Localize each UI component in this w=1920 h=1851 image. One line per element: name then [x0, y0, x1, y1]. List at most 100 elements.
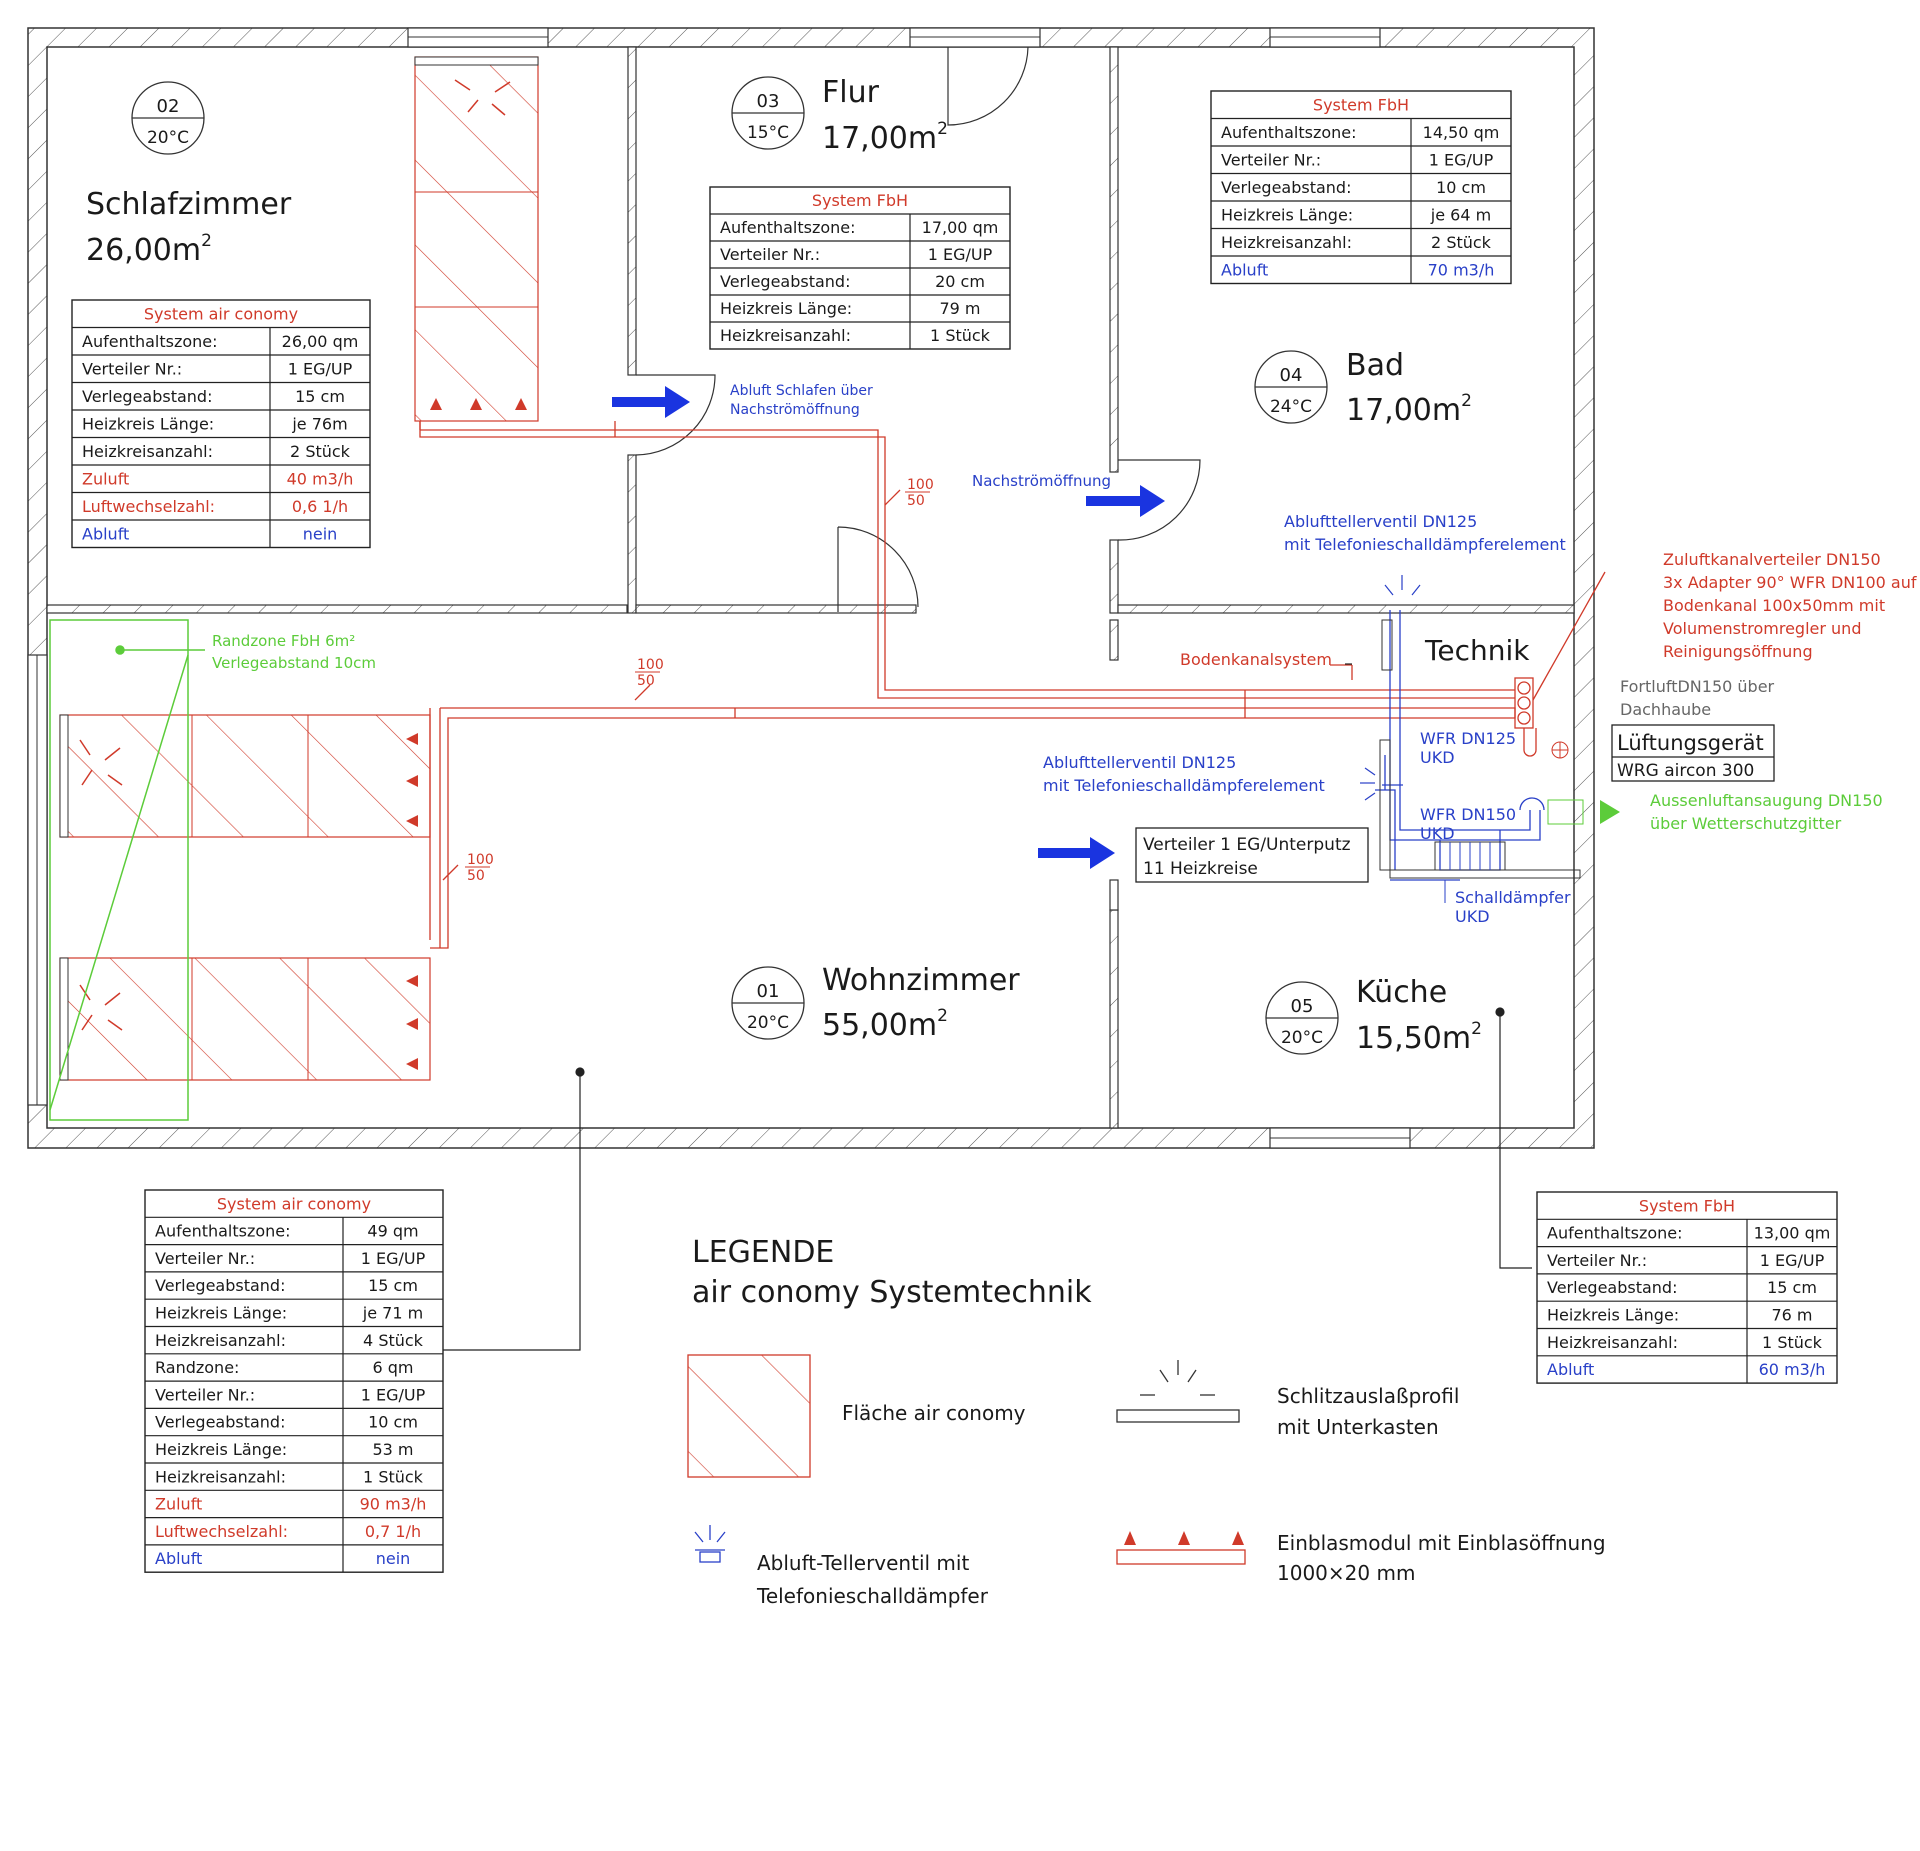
table-cell-value: je 64 m — [1430, 206, 1491, 225]
label-schalldaempfer-1: Schalldämpfer — [1455, 888, 1571, 907]
table-cell-label: Zuluft — [82, 470, 129, 489]
legend-exhaust-valve-icon — [694, 1525, 726, 1563]
table-cell-value: 60 m3/h — [1759, 1360, 1826, 1379]
legend-slot-outlet-icon — [1116, 1360, 1240, 1423]
legend: LEGENDE air conomy Systemtechnik Fläche … — [687, 1235, 1606, 1608]
label-schalldaempfer-2: UKD — [1455, 907, 1490, 926]
table-cell-value: 2 Stück — [1431, 233, 1492, 252]
table-cell-label: Heizkreisanzahl: — [82, 442, 213, 461]
room-area-schlaf: 26,00m2 — [86, 231, 212, 268]
legend-air-area-swatch — [687, 1354, 811, 1478]
table-cell-label: Heizkreis Länge: — [1221, 206, 1353, 225]
table-cell-value: 76 m — [1771, 1306, 1812, 1325]
room-name-schlaf: Schlafzimmer — [86, 187, 292, 222]
table-cell-label: Zuluft — [155, 1495, 202, 1514]
table-cell-label: Heizkreis Länge: — [155, 1440, 287, 1459]
table-cell-label: Abluft — [1221, 261, 1268, 280]
table-title: System air conomy — [217, 1194, 371, 1213]
room-temp-flur: 15°C — [747, 123, 789, 143]
randzone-area — [49, 619, 205, 1121]
table-cell-value: 1 EG/UP — [1429, 151, 1494, 170]
label-wfr125-1: WFR DN125 — [1420, 729, 1516, 748]
room-no-schlaf: 02 — [157, 96, 180, 117]
label-ventil-bad-2: mit Telefonieschalldämpferelement — [1284, 535, 1566, 554]
table-cell-value: nein — [376, 1549, 411, 1568]
table-cell-value: 1 Stück — [930, 326, 991, 345]
table-cell-label: Abluft — [155, 1549, 202, 1568]
table-cell-label: Heizkreis Länge: — [82, 415, 214, 434]
legend-inlet-module-icon — [1116, 1531, 1246, 1565]
table-cell-label: Verteiler Nr.: — [1547, 1251, 1647, 1270]
table-cell-label: Heizkreisanzahl: — [1221, 233, 1352, 252]
label-duct1-a: 100 — [907, 477, 934, 493]
label-duct3-a: 100 — [467, 852, 494, 868]
table-cell-value: 1 EG/UP — [361, 1385, 426, 1404]
table-cell-value: nein — [303, 525, 338, 544]
table-cell-label: Verlegeabstand: — [155, 1413, 285, 1432]
table-cell-value: 1 Stück — [1762, 1333, 1823, 1352]
room-temp-schlaf: 20°C — [147, 128, 189, 148]
table-cell-value: 2 Stück — [290, 442, 351, 461]
legend-abluft-2: Telefonieschalldämpfer — [756, 1584, 989, 1608]
table-cell-label: Verteiler Nr.: — [720, 245, 820, 264]
table-cell-label: Verlegeabstand: — [155, 1276, 285, 1295]
legend-title: LEGENDE — [692, 1235, 834, 1270]
table-cell-value: 15 cm — [1767, 1278, 1817, 1297]
table-cell-label: Heizkreis Länge: — [1547, 1306, 1679, 1325]
room-temp-kueche: 20°C — [1281, 1028, 1323, 1048]
leader-lines — [442, 663, 1532, 1351]
table-cell-label: Heizkreisanzahl: — [1547, 1333, 1678, 1352]
table-cell-value: 0,7 1/h — [365, 1522, 421, 1541]
table-cell-label: Verlegeabstand: — [82, 387, 212, 406]
legend-schlitz-1: Schlitzauslaßprofil — [1277, 1384, 1459, 1408]
table-cell-label: Aufenthaltszone: — [1547, 1224, 1683, 1243]
table-cell-label: Verteiler Nr.: — [82, 360, 182, 379]
label-zuluftkanal-1: Zuluftkanalverteiler DN150 — [1663, 550, 1881, 569]
label-zuluftkanal-4: Volumenstromregler und — [1663, 619, 1861, 638]
table-cell-label: Verlegeabstand: — [720, 272, 850, 291]
label-nachstroem: Nachströmöffnung — [972, 472, 1111, 490]
air-conomy-areas — [59, 56, 539, 1081]
room-name-technik: Technik — [1424, 634, 1530, 667]
table-cell-value: 15 cm — [368, 1276, 418, 1295]
outer-walls — [27, 27, 1595, 1149]
table-cell-value: 40 m3/h — [287, 470, 354, 489]
table-cell-value: 17,00 qm — [922, 218, 999, 237]
room-no-wohn: 01 — [757, 981, 780, 1002]
room-temp-wohn: 20°C — [747, 1013, 789, 1033]
exhaust-system — [1375, 610, 1545, 903]
table-cell-value: 1 EG/UP — [288, 360, 353, 379]
room-name-wohn: Wohnzimmer — [822, 963, 1020, 998]
table-cell-value: 10 cm — [368, 1413, 418, 1432]
room-name-flur: Flur — [822, 75, 880, 110]
table-cell-value: 0,6 1/h — [292, 497, 348, 516]
label-lueftungsgeraet: Lüftungsgerät — [1617, 731, 1764, 755]
legend-subtitle: air conomy Systemtechnik — [692, 1275, 1092, 1310]
label-ventil-wohn-2: mit Telefonieschalldämpferelement — [1043, 776, 1325, 795]
label-wfr125-2: UKD — [1420, 748, 1455, 767]
table-cell-value: 90 m3/h — [360, 1495, 427, 1514]
label-zuluftkanal-3: Bodenkanal 100x50mm mit — [1663, 596, 1885, 615]
label-wfr150-2: UKD — [1420, 824, 1455, 843]
label-zuluftkanal-2: 3x Adapter 90° WFR DN100 auf — [1663, 573, 1917, 592]
label-verteiler-1: Verteiler 1 EG/Unterputz — [1143, 835, 1351, 855]
label-verteiler-2: 11 Heizkreise — [1143, 859, 1258, 879]
legend-abluft-1: Abluft-Tellerventil mit — [757, 1551, 969, 1575]
table-cell-label: Luftwechselzahl: — [82, 497, 215, 516]
table-cell-label: Abluft — [82, 525, 129, 544]
legend-flaeche: Fläche air conomy — [842, 1401, 1026, 1425]
table-cell-label: Luftwechselzahl: — [155, 1522, 288, 1541]
room-area-bad: 17,00m2 — [1346, 391, 1472, 428]
label-wrg: WRG aircon 300 — [1617, 761, 1754, 781]
label-duct3-b: 50 — [467, 868, 485, 884]
label-ventil-bad-1: Ablufttellerventil DN125 — [1284, 512, 1477, 531]
table-cell-value: 26,00 qm — [282, 332, 359, 351]
room-area-flur: 17,00m2 — [822, 119, 948, 156]
table-cell-value: 1 EG/UP — [361, 1249, 426, 1268]
table-cell-value: 15 cm — [295, 387, 345, 406]
table-cell-value: je 76m — [291, 415, 347, 434]
